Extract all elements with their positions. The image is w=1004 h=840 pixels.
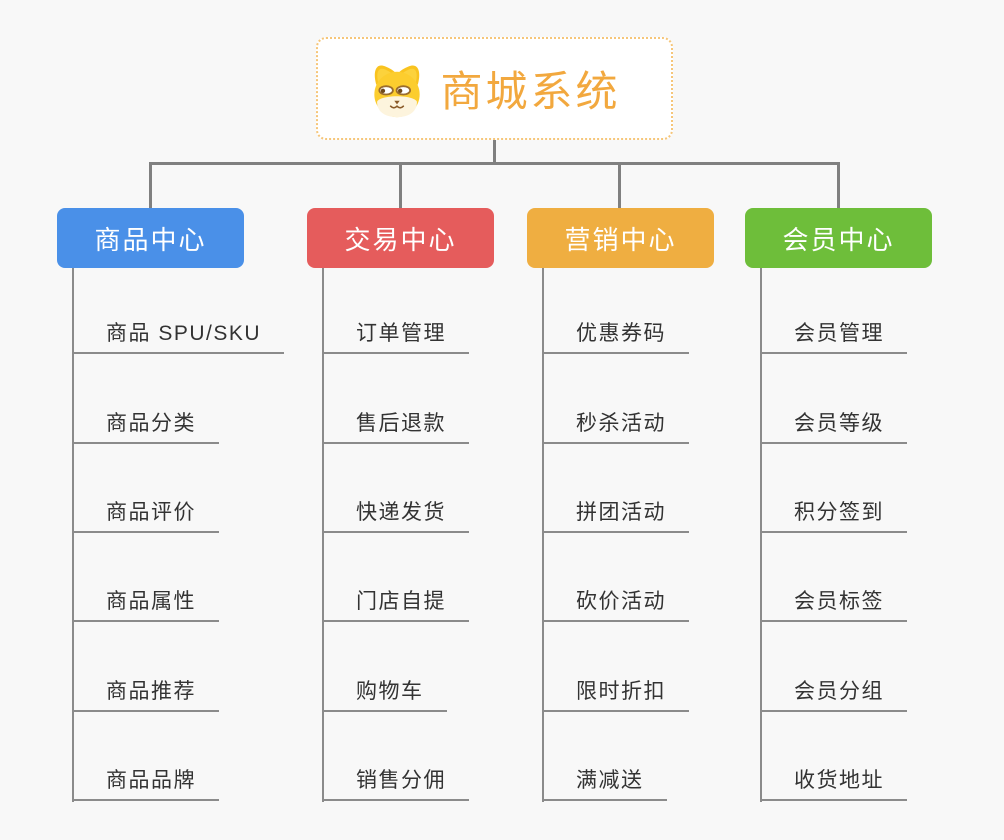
branch-box-trade-center[interactable]: 交易中心 — [307, 208, 494, 268]
leaf-node[interactable]: 收货地址 — [760, 767, 907, 801]
leaf-node[interactable]: 商品属性 — [72, 588, 219, 622]
trunk-line-member-center — [760, 268, 762, 802]
leaf-node[interactable]: 订单管理 — [322, 320, 469, 354]
branch-box-marketing-center[interactable]: 营销中心 — [527, 208, 714, 268]
leaf-node[interactable]: 商品 SPU/SKU — [72, 320, 285, 354]
connector-root-drop — [493, 140, 496, 164]
branch-box-member-center[interactable]: 会员中心 — [745, 208, 932, 268]
connector-drop-products — [149, 164, 152, 208]
leaf-node[interactable]: 商品推荐 — [72, 678, 219, 712]
leaf-node[interactable]: 砍价活动 — [542, 588, 689, 622]
connector-drop-members — [837, 164, 840, 208]
leaf-node[interactable]: 销售分佣 — [322, 767, 469, 801]
leaf-node[interactable]: 满减送 — [542, 767, 667, 801]
leaf-node[interactable]: 快递发货 — [322, 499, 469, 533]
leaf-node[interactable]: 优惠券码 — [542, 320, 689, 354]
leaf-node[interactable]: 商品品牌 — [72, 767, 219, 801]
trunk-line-marketing-center — [542, 268, 544, 802]
root-node-mall-system[interactable]: 商城系统 — [316, 37, 673, 140]
trunk-line-trade-center — [322, 268, 324, 802]
leaf-node[interactable]: 限时折扣 — [542, 678, 689, 712]
leaf-node[interactable]: 拼团活动 — [542, 499, 689, 533]
leaf-node[interactable]: 会员分组 — [760, 678, 907, 712]
leaf-node[interactable]: 秒杀活动 — [542, 410, 689, 444]
connector-horizontal — [149, 162, 840, 165]
leaf-node[interactable]: 会员管理 — [760, 320, 907, 354]
trunk-line-product-center — [72, 268, 74, 802]
leaf-node[interactable]: 积分签到 — [760, 499, 907, 533]
root-title: 商城系统 — [440, 68, 621, 115]
leaf-node[interactable]: 商品分类 — [72, 410, 219, 444]
leaf-node[interactable]: 会员标签 — [760, 588, 907, 622]
branch-box-product-center[interactable]: 商品中心 — [57, 208, 244, 268]
leaf-node[interactable]: 会员等级 — [760, 410, 907, 444]
connector-drop-trade — [399, 164, 402, 208]
leaf-node[interactable]: 购物车 — [322, 678, 447, 712]
connector-drop-marketing — [618, 164, 621, 208]
dog-face-icon — [374, 64, 421, 117]
leaf-node[interactable]: 门店自提 — [322, 588, 469, 622]
leaf-node[interactable]: 售后退款 — [322, 410, 469, 444]
leaf-node[interactable]: 商品评价 — [72, 499, 219, 533]
